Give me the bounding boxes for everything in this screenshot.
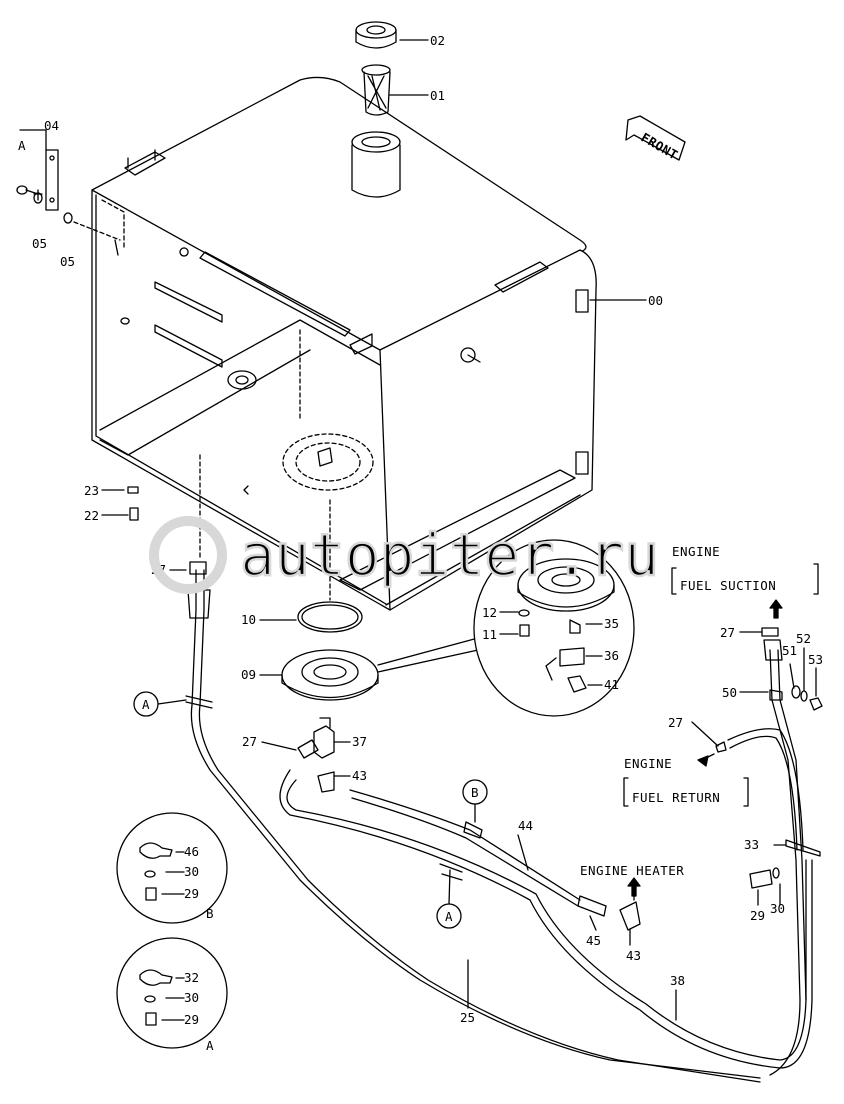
callout-36: 36 <box>604 648 619 663</box>
reference-letters: A A B A B A <box>18 138 479 1053</box>
flange-detail <box>377 539 635 717</box>
callout-12: 12 <box>482 605 497 620</box>
callout-25: 25 <box>460 1010 475 1025</box>
callout-27-d: 27 <box>668 715 683 730</box>
callout-52: 52 <box>796 631 811 646</box>
callout-04: 04 <box>44 118 59 133</box>
callout-27-c: 27 <box>720 625 735 640</box>
callout-30-a: 30 <box>184 864 199 879</box>
callout-53: 53 <box>808 652 823 667</box>
callout-numbers: 02 01 00 04 05 05 23 22 27 10 09 12 11 3… <box>32 33 823 1027</box>
callout-35: 35 <box>604 616 619 631</box>
ref-a-hose: A <box>142 697 150 712</box>
callout-44: 44 <box>518 818 533 833</box>
callout-32: 32 <box>184 970 199 985</box>
callout-38: 38 <box>670 973 685 988</box>
fuel-tank <box>73 76 597 611</box>
bracket-04 <box>16 129 73 224</box>
strainer <box>361 64 391 116</box>
callout-05-b: 05 <box>60 254 75 269</box>
label-brackets <box>623 563 819 807</box>
fittings <box>297 717 641 931</box>
callout-43-a: 43 <box>352 768 367 783</box>
callout-29-a: 29 <box>184 886 199 901</box>
direction-arrows <box>627 599 783 897</box>
callout-09: 09 <box>241 667 256 682</box>
callout-22: 22 <box>84 508 99 523</box>
callout-43-b: 43 <box>626 948 641 963</box>
hoses <box>127 486 823 1083</box>
ref-a-tube: A <box>445 909 453 924</box>
callout-50: 50 <box>722 685 737 700</box>
label-engine-return: ENGINE <box>624 756 672 771</box>
label-engine-heater: ENGINE HEATER <box>580 863 684 878</box>
detail-b <box>116 812 228 924</box>
label-fuel-return: FUEL RETURN <box>632 790 720 805</box>
callout-00: 00 <box>648 293 663 308</box>
o-ring <box>297 601 363 633</box>
callout-30-b: 30 <box>184 990 199 1005</box>
callout-46: 46 <box>184 844 199 859</box>
callout-29-b: 29 <box>184 1012 199 1027</box>
label-fuel-suction: FUEL SUCTION <box>680 578 776 593</box>
callout-11: 11 <box>482 627 497 642</box>
ref-a-top: A <box>18 138 26 153</box>
callout-41: 41 <box>604 677 619 692</box>
callout-29-c: 29 <box>750 908 765 923</box>
ref-b-detail: B <box>206 906 214 921</box>
callout-51: 51 <box>782 643 797 658</box>
front-arrow: FRONT <box>625 115 686 163</box>
callout-01: 01 <box>430 88 445 103</box>
callout-45: 45 <box>586 933 601 948</box>
callout-05-a: 05 <box>32 236 47 251</box>
callout-37: 37 <box>352 734 367 749</box>
label-engine-suction: ENGINE <box>672 544 720 559</box>
reference-bubbles <box>133 691 488 929</box>
ref-b-clamp: B <box>471 785 479 800</box>
flange-09 <box>281 649 379 701</box>
ref-a-detail: A <box>206 1038 214 1053</box>
callout-30-c: 30 <box>770 901 785 916</box>
callout-27-a: 27 <box>151 562 166 577</box>
filler-cap <box>355 21 397 49</box>
callout-23: 23 <box>84 483 99 498</box>
destination-labels: ENGINE FUEL SUCTION ENGINE FUEL RETURN E… <box>580 544 776 878</box>
callout-33: 33 <box>744 837 759 852</box>
detail-a <box>116 937 228 1049</box>
callout-10: 10 <box>241 612 256 627</box>
callout-02: 02 <box>430 33 445 48</box>
callout-27-b: 27 <box>242 734 257 749</box>
